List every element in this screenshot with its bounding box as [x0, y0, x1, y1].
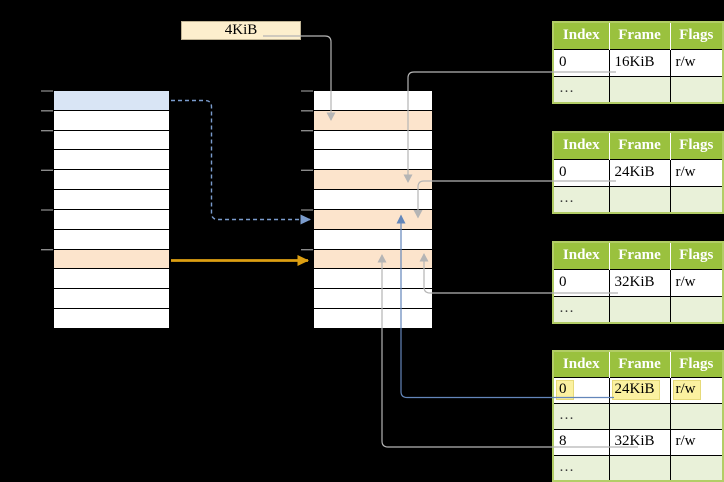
table-row: 0 32KiB r/w: [552, 268, 724, 297]
cell-flags: r/w: [669, 268, 724, 297]
memory-frame: [314, 131, 432, 151]
cell-flags-highlight: r/w: [672, 379, 701, 400]
cell-flags: [669, 185, 724, 214]
table-row-ellipsis: …: [552, 454, 724, 482]
col-header-index: Index: [553, 351, 610, 377]
cell-index: 0: [552, 268, 610, 297]
cell-frame-highlight: 24KiB: [611, 379, 660, 400]
table-header-row: Index Frame Flags: [553, 242, 723, 269]
physical-memory-column: [313, 90, 433, 329]
left-entry-blue: [54, 91, 169, 111]
cell-frame: [608, 295, 671, 324]
cell-index: …: [552, 402, 610, 430]
cell-index: …: [552, 185, 610, 214]
frame-size-label: 4KiB: [224, 22, 258, 38]
cell-frame: [608, 75, 671, 104]
cell-index: …: [552, 75, 610, 104]
memory-frame: [314, 230, 432, 250]
table-row: 0 16KiB r/w: [552, 48, 724, 77]
table-header-row: Index Frame Flags: [553, 22, 723, 49]
col-header-index: Index: [553, 22, 610, 49]
frame-table-16kib: Index Frame Flags 0 16KiB r/w …: [552, 21, 724, 104]
cell-index: 0: [552, 158, 610, 187]
cell-index: …: [552, 295, 610, 324]
cell-frame: 32KiB: [608, 428, 671, 456]
col-header-flags: Flags: [670, 242, 723, 269]
left-entry: [54, 150, 169, 171]
cell-flags: [669, 402, 724, 430]
left-entry: [54, 190, 169, 210]
frame-size-label-box: 4KiB: [181, 21, 301, 40]
table-header-row: Index Frame Flags: [553, 351, 723, 377]
col-header-frame: Frame: [609, 351, 671, 377]
cell-frame: [608, 185, 671, 214]
cell-flags: [669, 295, 724, 324]
col-header-index: Index: [553, 242, 610, 269]
frame-table-32kib: Index Frame Flags 0 32KiB r/w …: [552, 241, 724, 324]
table-row-ellipsis: …: [552, 75, 724, 104]
left-entry: [54, 230, 169, 250]
left-entry: [54, 309, 169, 328]
table-header-row: Index Frame Flags: [553, 132, 723, 159]
col-header-frame: Frame: [609, 132, 671, 159]
table-row: 8 32KiB r/w: [552, 428, 724, 456]
col-header-flags: Flags: [670, 351, 723, 377]
left-entry-orange: [54, 249, 169, 270]
cell-flags: r/w: [669, 158, 724, 187]
table-row-highlighted: 0 24KiB r/w: [552, 376, 724, 404]
cell-frame: [608, 454, 671, 482]
table-row-ellipsis: …: [552, 402, 724, 430]
memory-frame-16kib: [314, 170, 432, 191]
col-header-flags: Flags: [670, 132, 723, 159]
table-row: 0 24KiB r/w: [552, 158, 724, 187]
cell-index-highlight: 0: [556, 379, 574, 400]
memory-frame: [314, 309, 432, 328]
frame-table-level2: Index Frame Flags 0 24KiB r/w … 8 32KiB …: [552, 350, 724, 482]
cell-frame: 32KiB: [608, 268, 671, 297]
col-header-index: Index: [553, 132, 610, 159]
memory-frame-4kib: [314, 110, 432, 131]
left-entry: [54, 269, 169, 290]
left-entry: [54, 210, 169, 230]
left-entry: [54, 170, 169, 191]
memory-frame-24kib: [314, 209, 432, 230]
cell-frame: [608, 402, 671, 430]
cell-frame: 24KiB: [608, 158, 671, 187]
col-header-flags: Flags: [670, 22, 723, 49]
cell-flags: r/w: [669, 428, 724, 456]
left-page-table-column: [53, 90, 170, 329]
arrow-blue-entry-dashed: [171, 99, 311, 225]
cell-flags: [669, 454, 724, 482]
cell-index: 0: [552, 48, 610, 77]
left-entry: [54, 111, 169, 131]
table-row-ellipsis: …: [552, 295, 724, 324]
left-entry: [54, 131, 169, 151]
col-header-frame: Frame: [609, 22, 671, 49]
memory-frame: [314, 289, 432, 310]
memory-frame-32kib: [314, 249, 432, 270]
table-row-ellipsis: …: [552, 185, 724, 214]
cell-index: …: [552, 454, 610, 482]
memory-frame: [314, 91, 432, 111]
memory-frame: [314, 150, 432, 171]
cell-frame: 16KiB: [608, 48, 671, 77]
frame-table-24kib: Index Frame Flags 0 24KiB r/w …: [552, 131, 724, 214]
memory-frame: [314, 269, 432, 290]
cell-flags: [669, 75, 724, 104]
col-header-frame: Frame: [609, 242, 671, 269]
cell-flags: r/w: [669, 48, 724, 77]
memory-frame: [314, 190, 432, 210]
left-entry: [54, 289, 169, 310]
cell-index: 8: [552, 428, 610, 456]
